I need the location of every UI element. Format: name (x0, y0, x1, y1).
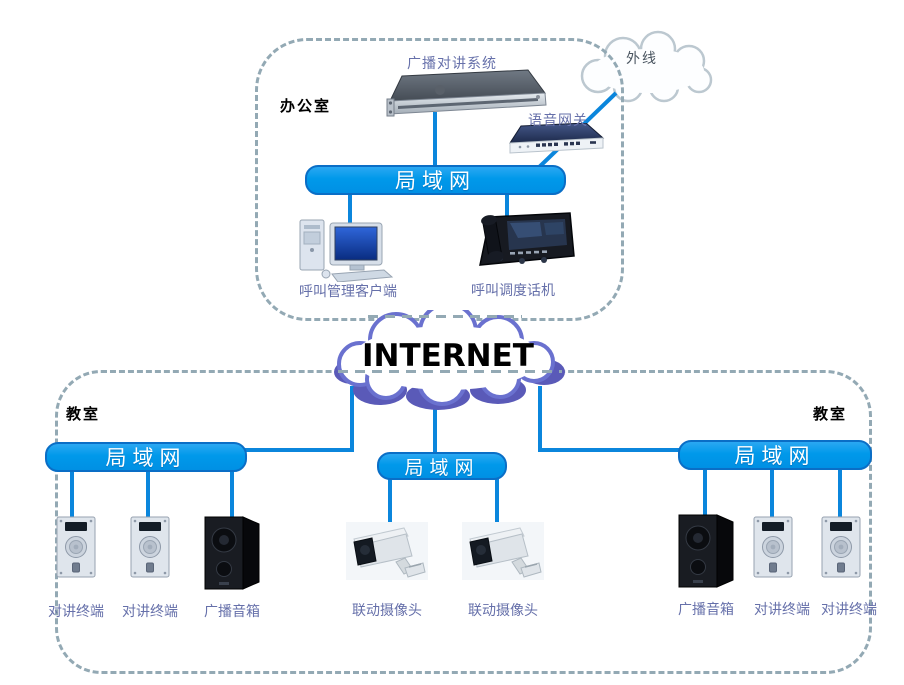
intercom-terminal-image (56, 516, 96, 582)
internet-label: INTERNET (362, 338, 534, 374)
right-lan-label: 局域网 (734, 444, 816, 468)
broadcast-intercom-system-label: 广播对讲系统 (407, 56, 497, 72)
right-classroom-lan-bar: 局域网 (678, 440, 872, 470)
call-management-client-image (294, 218, 394, 286)
left-classroom-label: 教室 (66, 405, 101, 423)
device-label: 对讲终端 (122, 604, 178, 620)
broadcast-speaker-image (677, 513, 735, 593)
linked-camera-image (346, 522, 428, 588)
voice-gateway-label: 语音网关 (528, 113, 588, 129)
left-classroom-lan-bar: 局域网 (45, 442, 247, 472)
device-label: 对讲终端 (48, 604, 104, 620)
right-classroom-label: 教室 (813, 405, 848, 423)
device-label: 联动摄像头 (468, 603, 538, 619)
middle-lan-label: 局域网 (404, 456, 480, 479)
intercom-terminal-image (821, 516, 861, 582)
device-label: 广播音箱 (678, 602, 734, 618)
rack-server-image (378, 68, 548, 126)
device-label: 广播音箱 (204, 604, 260, 620)
office-room-label: 办公室 (280, 97, 332, 115)
linked-camera-image (462, 522, 544, 588)
device-label: 对讲终端 (754, 602, 810, 618)
device-label: 对讲终端 (821, 602, 877, 618)
outside-line-label: 外线 (626, 51, 658, 67)
device-label: 联动摄像头 (352, 603, 422, 619)
office-lan-bar: 局域网 (305, 165, 566, 195)
dispatch-phone-image (470, 210, 575, 278)
intercom-terminal-image (130, 516, 170, 582)
intercom-terminal-image (753, 516, 793, 582)
dispatch-phone-label: 呼叫调度话机 (471, 283, 555, 299)
middle-lan-bar: 局域网 (377, 452, 507, 480)
outside-line-cloud (580, 30, 713, 103)
office-lan-label: 局域网 (395, 169, 476, 193)
left-lan-label: 局域网 (105, 446, 187, 470)
broadcast-speaker-image (203, 515, 261, 595)
internet-cloud: INTERNET (334, 310, 565, 410)
call-management-client-label: 呼叫管理客户端 (299, 284, 397, 300)
